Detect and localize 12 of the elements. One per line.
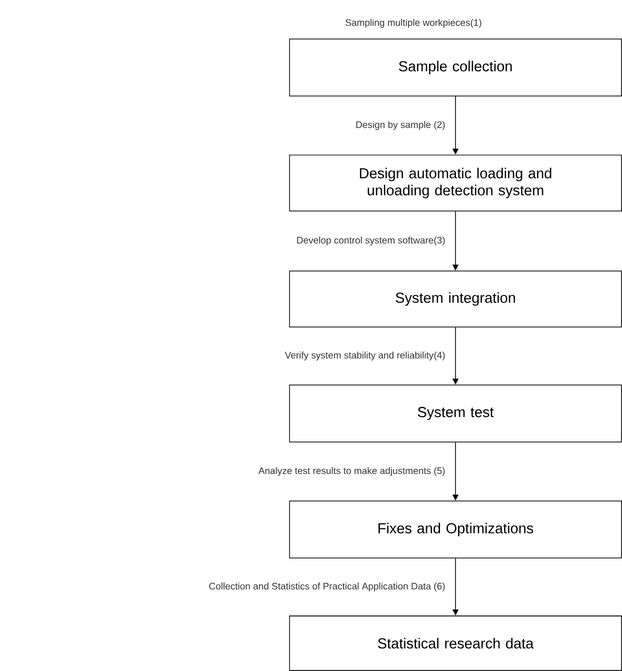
- process-box: Design automatic loading and unloading detection system: [289, 154, 622, 212]
- edge-label: Verify system stability and reliability(4): [284, 350, 446, 362]
- edge-label: Develop control system software(3): [295, 236, 446, 246]
- edge-label: Design by sample (2): [354, 120, 446, 131]
- process-box: Fixes and Optimizations: [289, 500, 622, 558]
- process-box: Sample collection: [289, 38, 622, 96]
- process-box: Statistical research data: [289, 616, 622, 671]
- process-box: System test: [289, 384, 622, 442]
- step-label: Sampling multiple workpieces(1): [346, 18, 482, 28]
- process-box: System integration: [289, 270, 622, 328]
- edge-label: Collection and Statistics of Practical Application Data (6): [208, 582, 446, 592]
- edge-label: Analyze test results to make adjustments (5): [257, 466, 446, 477]
